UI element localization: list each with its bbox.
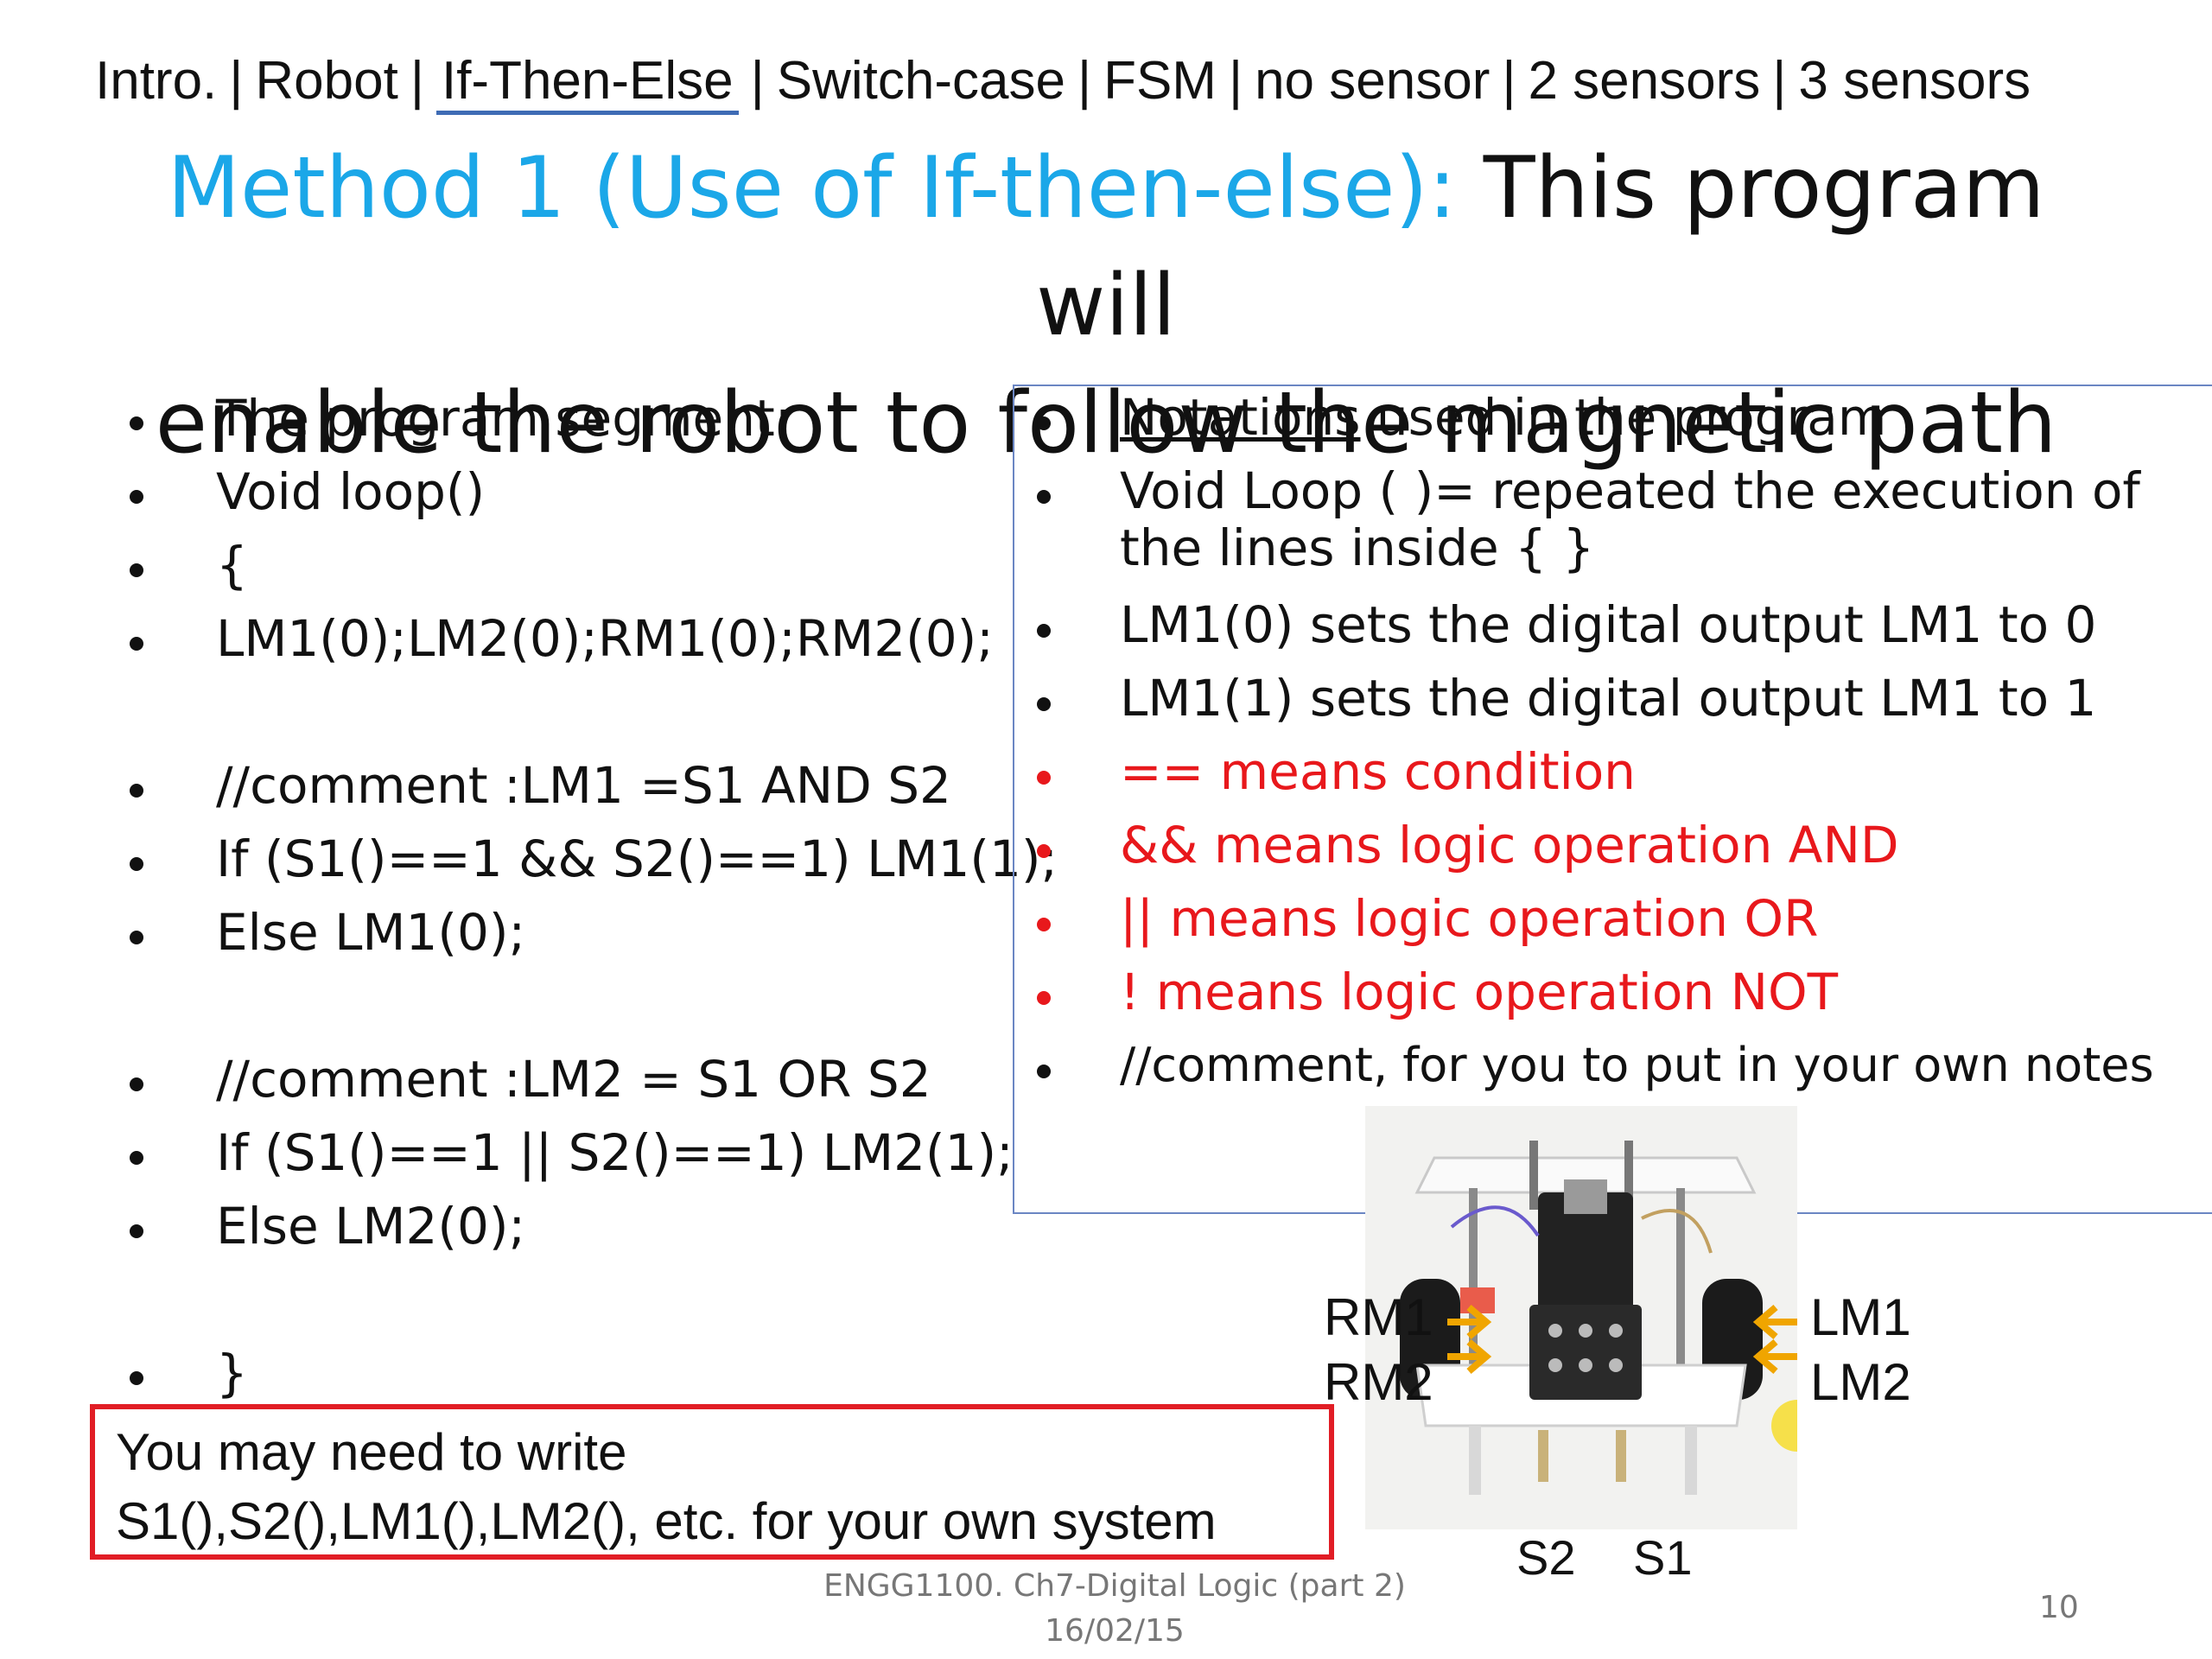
label-s1: S1: [1633, 1530, 1693, 1585]
bullet-dot: [1037, 624, 1051, 638]
nav-separator: |: [410, 51, 424, 111]
nav-item-3-sensors[interactable]: 3 sensors: [1798, 51, 2031, 111]
notation-text: Void Loop ( )= repeated the execution of…: [1120, 462, 2140, 576]
notation-text: || means logic operation OR: [1120, 889, 1819, 948]
notation-text: == means condition: [1120, 742, 1636, 801]
notation-text: LM1(1) sets the digital output LM1 to 1: [1120, 669, 2097, 728]
notation-loop-line-1: Void Loop ( )= repeated the execution of: [1120, 461, 2140, 520]
bullet-text: The program segment:: [216, 389, 792, 448]
footer-date: 16/02/15: [1045, 1613, 1185, 1649]
bullet-dot: [1037, 991, 1051, 1005]
bullet-dot: [130, 637, 143, 651]
bullet-dot: [1037, 697, 1051, 711]
label-lm1: LM1: [1810, 1288, 1911, 1346]
bullet-text: Void loop(): [216, 462, 486, 521]
nav-item-fsm[interactable]: FSM: [1103, 51, 1217, 111]
warning-box: You may need to write S1(),S2(),LM1(),LM…: [90, 1404, 1334, 1560]
bullet-dot: [130, 1224, 143, 1238]
notation-loop-line-2: the lines inside { }: [1120, 518, 1595, 577]
nav-separator: |: [1228, 51, 1243, 111]
bullet-dot: [130, 857, 143, 871]
bullet-dot: [1037, 490, 1051, 504]
bullet-text: If (S1()==1 || S2()==1) LM2(1);: [216, 1123, 1014, 1182]
nav-item-no-sensor[interactable]: no sensor: [1255, 51, 1491, 111]
nav-item-2-sensors[interactable]: 2 sensors: [1528, 51, 1761, 111]
bullet-text: //comment :LM2 = S1 OR S2: [216, 1050, 931, 1109]
robot-drawing: [1365, 1106, 1823, 1529]
bullet-text: {: [216, 536, 248, 594]
notations-heading-rest: used in the program: [1360, 388, 1887, 447]
nav-item-robot[interactable]: Robot: [255, 51, 398, 111]
bullet-dot: [130, 784, 143, 798]
nav-item-switch-case[interactable]: Switch-case: [776, 51, 1065, 111]
notation-text: //comment, for you to put in your own no…: [1120, 1038, 2154, 1092]
bullet-text: }: [216, 1344, 248, 1402]
bullet-text: Else LM2(0);: [216, 1197, 526, 1255]
nav-separator: |: [1772, 51, 1787, 111]
bullet-dot: [130, 1077, 143, 1091]
nav-item-intro[interactable]: Intro.: [95, 51, 218, 111]
bullet-text: LM1(0);LM2(0);RM1(0);RM2(0);: [216, 609, 994, 668]
bullet-dot: [130, 1371, 143, 1385]
bullet-dot: [1037, 844, 1051, 858]
nav-item-if-then-else[interactable]: If-Then-Else: [435, 51, 739, 115]
notation-text: LM1(0) sets the digital output LM1 to 0: [1120, 595, 2097, 654]
nav-separator: |: [750, 51, 765, 111]
notation-text: && means logic operation AND: [1120, 816, 1899, 874]
slide-title: Method 1 (Use of If-then-else): This pro…: [104, 130, 2108, 482]
robot-photo: [1365, 1106, 1823, 1529]
notations-heading-underlined: Notations: [1120, 388, 1361, 447]
label-rm2: RM2: [1324, 1353, 1433, 1411]
bullet-text: //comment :LM1 =S1 AND S2: [216, 756, 951, 815]
title-highlight: Method 1 (Use of If-then-else):: [167, 139, 1457, 238]
footer-course: ENGG1100. Ch7-Digital Logic (part 2): [823, 1568, 1406, 1604]
bullet-dot: [130, 416, 143, 430]
nav-separator: |: [1502, 51, 1516, 111]
title-rest: This program will: [1036, 139, 2045, 355]
title-line-1: Method 1 (Use of If-then-else): This pro…: [104, 130, 2108, 365]
arrow-left-motors-icon: [1752, 1304, 1797, 1375]
section-nav: Intro.|Robot|If-Then-Else|Switch-case|FS…: [95, 50, 2134, 115]
bullet-dot: [1037, 1065, 1051, 1078]
bullet-dot: [130, 931, 143, 944]
slide-footer: ENGG1100. Ch7-Digital Logic (part 2) 16/…: [795, 1564, 1434, 1654]
bullet-dot: [1037, 771, 1051, 785]
page-number: 10: [2039, 1590, 2079, 1625]
title-line-2: enable the robot to follow the magnetic …: [155, 374, 2057, 473]
label-rm1: RM1: [1324, 1288, 1433, 1346]
bullet-dot: [130, 563, 143, 577]
notation-heading: Notations used in the program: [1120, 389, 1886, 446]
bullet-dot: [1037, 416, 1051, 430]
bullet-dot: [130, 1151, 143, 1165]
notation-text: ! means logic operation NOT: [1120, 963, 1839, 1021]
robot-figure: RM1 RM2 LM1 LM2 S2 S1: [1324, 1106, 1918, 1590]
bullet-text: Else LM1(0);: [216, 903, 526, 962]
bullet-dot: [1037, 918, 1051, 931]
bullet-dot: [130, 490, 143, 504]
label-lm2: LM2: [1810, 1353, 1911, 1411]
warning-line-2: S1(),S2(),LM1(),LM2(), etc. for your own…: [116, 1492, 1217, 1550]
label-s2: S2: [1516, 1530, 1576, 1585]
bullet-text: If (S1()==1 && S2()==1) LM1(1);: [216, 830, 1058, 888]
warning-line-1: You may need to write: [116, 1423, 627, 1481]
arrow-right-motors-icon: [1447, 1304, 1492, 1375]
nav-separator: |: [1077, 51, 1092, 111]
nav-separator: |: [229, 51, 244, 111]
